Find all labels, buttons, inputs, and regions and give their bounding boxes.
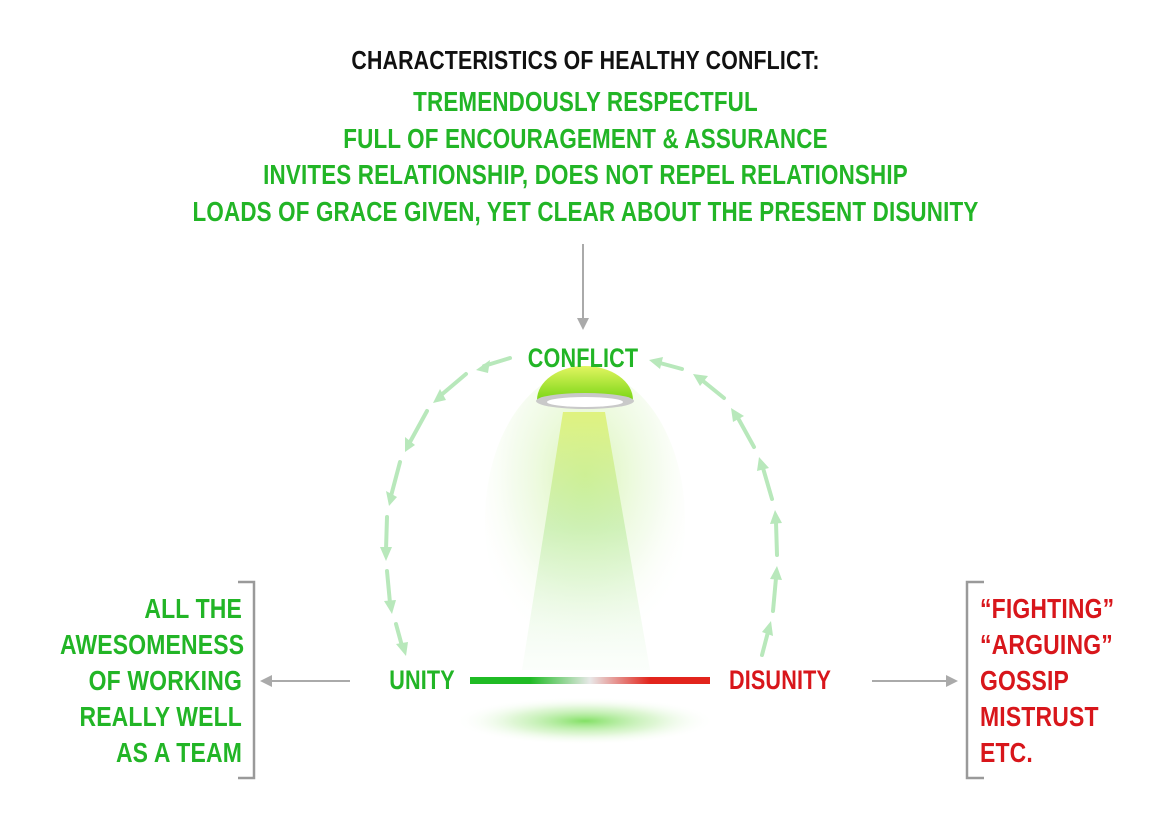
unity-description-arrow bbox=[260, 675, 350, 687]
cycle-arrow-left bbox=[380, 356, 512, 656]
unity-bracket bbox=[238, 580, 256, 780]
light-beam bbox=[522, 412, 650, 670]
spotlight-lamp-icon bbox=[536, 366, 634, 409]
unity-description-line: AS A TEAM bbox=[115, 737, 242, 768]
unity-description-list: ALL THE AWESOMENESS OF WORKING REALLY WE… bbox=[59, 591, 245, 771]
characteristic-item: TREMENDOUSLY RESPECTFUL bbox=[413, 86, 758, 117]
unity-description-line: OF WORKING bbox=[88, 665, 242, 696]
characteristics-list: TREMENDOUSLY RESPECTFUL FULL OF ENCOURAG… bbox=[117, 84, 1054, 230]
conflict-label: CONFLICT bbox=[527, 343, 639, 373]
disunity-description-arrow bbox=[872, 675, 958, 687]
disunity-description-line: “FIGHTING” bbox=[980, 593, 1115, 624]
disunity-label: DISUNITY bbox=[728, 665, 832, 695]
characteristic-item: INVITES RELATIONSHIP, DOES NOT REPEL REL… bbox=[263, 159, 908, 190]
disunity-description-line: “ARGUING” bbox=[980, 629, 1113, 660]
disunity-description-line: MISTRUST bbox=[980, 701, 1099, 732]
unity-description-line: ALL THE bbox=[144, 593, 242, 624]
disunity-description-line: GOSSIP bbox=[980, 665, 1070, 696]
unity-description-line: AWESOMENESS bbox=[59, 629, 245, 660]
unity-label: UNITY bbox=[389, 665, 455, 695]
disunity-description-line: ETC. bbox=[980, 737, 1033, 768]
unity-description-line: REALLY WELL bbox=[79, 701, 242, 732]
cycle-arrow-right bbox=[649, 357, 782, 657]
characteristic-item: FULL OF ENCOURAGEMENT & ASSURANCE bbox=[343, 122, 828, 154]
unity-disunity-spectrum-bar bbox=[470, 677, 710, 684]
characteristics-arrow bbox=[577, 244, 589, 330]
floor-glow-icon bbox=[455, 697, 715, 745]
disunity-bracket bbox=[965, 580, 984, 780]
diagram-title: CHARACTERISTICS OF HEALTHY CONFLICT: bbox=[351, 45, 820, 75]
characteristic-item: LOADS OF GRACE GIVEN, YET CLEAR ABOUT TH… bbox=[192, 195, 979, 227]
disunity-description-list: “FIGHTING” “ARGUING” GOSSIP MISTRUST ETC… bbox=[980, 591, 1144, 771]
